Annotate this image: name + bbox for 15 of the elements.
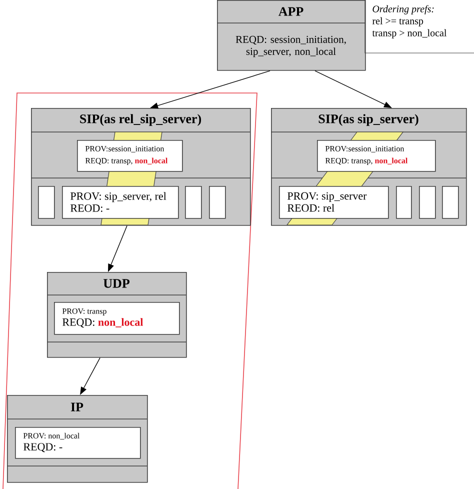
component-box: APP REQD: session_initiation, sip_server, non_local (216, 0, 366, 71)
slot-box (442, 186, 459, 219)
label-box: PROV:session_initiation REQD: transp, non_local (317, 140, 436, 172)
slot-box (419, 186, 436, 219)
label-box: PROV: transp REQD: non_local (54, 302, 180, 335)
label-box: PROV: non_local REQD: - (15, 427, 141, 459)
note-box: Ordering prefs: rel >= transp transp > non_local (364, 0, 474, 54)
slot-box (396, 186, 412, 219)
slot-box (185, 186, 202, 219)
label-box: PROV: sip_server, rel REOD: - (62, 186, 179, 219)
label-box: PROV:session_initiation REQD: transp, non_local (77, 140, 183, 172)
slot-box (209, 186, 226, 219)
slot-box (38, 186, 55, 219)
region-outline (2, 92, 258, 489)
label-box: PROV: sip_server REOD: rel (279, 186, 389, 219)
